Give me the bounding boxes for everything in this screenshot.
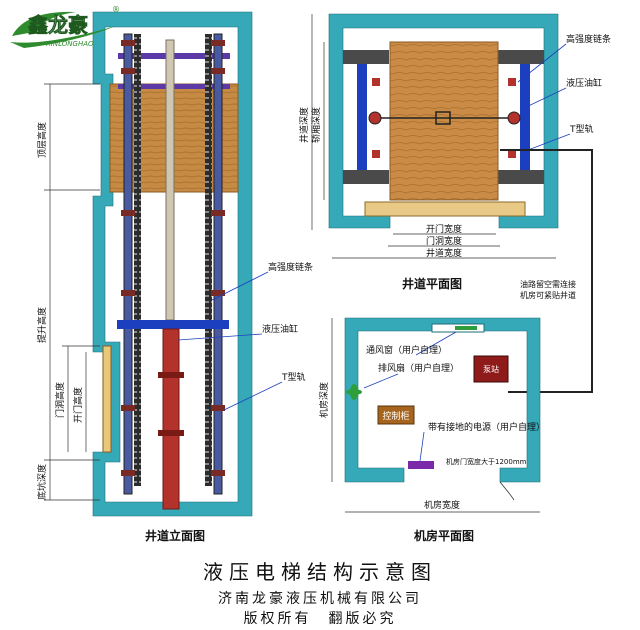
- shaft-plan-view: 井道深度 轿厢深度 开门宽度 门洞宽度 井道宽度 高强度链条 液压油缸 T型轨 …: [298, 13, 611, 291]
- plunger: [165, 39, 175, 321]
- diagram-title: 液压电梯结构示意图: [203, 560, 437, 584]
- dim-car-depth: 轿厢深度: [310, 107, 322, 143]
- dim-room-depth: 机房深度: [318, 382, 330, 418]
- cylinder-clamp: [158, 430, 184, 436]
- pump-station: [473, 355, 509, 383]
- label-cabinet: 控制柜: [382, 410, 409, 422]
- label-plan-chain: 高强度链条: [566, 33, 611, 45]
- svg-text:XINLONGHAO: XINLONGHAO: [45, 40, 94, 48]
- label-plan-cylinder: 液压油缸: [566, 77, 602, 89]
- cylinder-clamp: [158, 372, 184, 378]
- view-title-machine-room: 机房平面图: [414, 528, 474, 543]
- label-pump: 泵站: [483, 364, 499, 374]
- chain: [205, 34, 212, 486]
- elevation-view: 顶层高度 提升高度 门洞高度 开门高度 底坑深度 高强度链条 液压油缸 T型轨 …: [36, 11, 313, 543]
- pipe-note-line1: 油路留空需连接: [520, 279, 576, 289]
- control-cabinet: [377, 405, 415, 425]
- label-plan-rail: T型轨: [569, 123, 594, 135]
- rail: [213, 33, 223, 495]
- dim-room-width: 机房宽度: [424, 499, 460, 511]
- pipe-note-line2: 机房可紧贴井道: [520, 290, 576, 300]
- copyright-notice: 版权所有 翻版必究: [243, 611, 397, 627]
- plan-door-sill: [364, 201, 526, 217]
- dim-shaft-width: 井道宽度: [426, 247, 462, 259]
- machine-room-wall: [344, 317, 541, 483]
- view-title-elevation: 井道立面图: [145, 528, 205, 543]
- svg-text:®: ®: [112, 5, 120, 14]
- cylinder: [162, 328, 180, 510]
- company-name: 济南龙豪液压机械有限公司: [218, 591, 422, 607]
- shaft-plan-wall: [328, 13, 559, 229]
- dim-door-height-inner: 开门高度: [72, 387, 84, 423]
- label-fan: 排风扇（用户自理）: [378, 362, 459, 374]
- dim-top-height: 顶层高度: [36, 122, 48, 158]
- dim-door-height-outer: 门洞高度: [54, 382, 66, 418]
- chain: [134, 34, 141, 486]
- crossbeam: [117, 320, 229, 329]
- dim-pit-depth: 底坑深度: [36, 464, 48, 500]
- dim-door-width: 开门宽度: [426, 223, 462, 235]
- machine-room-view: 泵站 控制柜 通风窗（用户自理） 排风扇（用户自理） 带有接地的电源（用户自理）…: [318, 317, 545, 543]
- label-vent: 通风窗（用户自理）: [366, 344, 447, 356]
- power-outlet: [408, 461, 434, 469]
- svg-text:鑫龙豪: 鑫龙豪: [28, 13, 88, 37]
- label-power: 带有接地的电源（用户自理）: [428, 421, 545, 433]
- plan-car: [389, 41, 499, 201]
- dim-travel: 提升高度: [36, 307, 48, 343]
- brand-logo: 鑫龙豪 XINLONGHAO ®: [10, 5, 120, 48]
- label-chain: 高强度链条: [268, 261, 313, 273]
- dim-shaft-depth: 井道深度: [298, 107, 310, 143]
- oil-pipe: [500, 149, 593, 393]
- label-rail: T型轨: [281, 371, 306, 383]
- label-cylinder: 液压油缸: [262, 323, 298, 335]
- door: [102, 345, 112, 453]
- rail: [123, 33, 133, 495]
- label-door-note: 机房门宽度大于1200mm: [446, 457, 527, 466]
- view-title-shaft-plan: 井道平面图: [402, 276, 462, 291]
- dim-opening-width: 门洞宽度: [426, 235, 462, 247]
- fan-icon: [346, 384, 362, 400]
